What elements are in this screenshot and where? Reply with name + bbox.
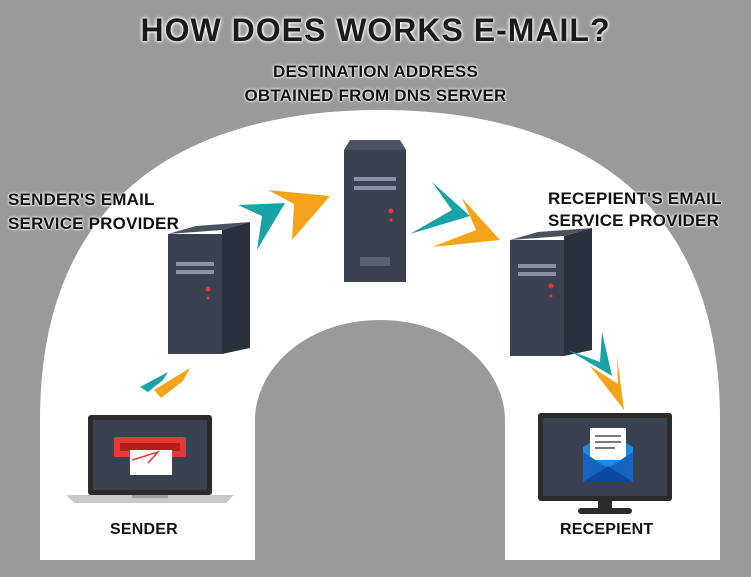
dns-server-icon: [344, 140, 406, 282]
sender-provider-label: SENDER'S EMAIL SERVICE PROVIDER: [8, 188, 179, 236]
chevron-arrow-icon: [140, 368, 190, 398]
dns-label-line2: OBTAINED FROM DNS SERVER: [244, 86, 507, 105]
printer-icon: [114, 437, 186, 475]
monitor-icon: [538, 413, 672, 514]
chevron-arrow-icon: [238, 190, 330, 250]
dns-server-label: DESTINATION ADDRESS OBTAINED FROM DNS SE…: [0, 60, 751, 108]
page-title: HOW DOES WORKS E-MAIL?: [140, 12, 611, 48]
chevron-arrow-icon: [410, 182, 500, 247]
chevron-arrow-icon: [568, 332, 624, 410]
recipient-label: RECEPIENT: [560, 521, 654, 538]
sender-provider-line1: SENDER'S EMAIL: [8, 190, 155, 209]
recipient-provider-label: RECEPIENT'S EMAIL SERVICE PROVIDER: [548, 188, 722, 232]
dns-label-line1: DESTINATION ADDRESS: [273, 62, 478, 81]
envelope-icon: [583, 428, 633, 482]
sender-provider-line2: SERVICE PROVIDER: [8, 214, 180, 233]
recipient-provider-server-icon: [510, 228, 592, 356]
recipient-provider-line2: SERVICE PROVIDER: [548, 211, 720, 230]
sender-provider-server-icon: [168, 222, 250, 354]
sender-label: SENDER: [110, 521, 178, 538]
recipient-provider-line1: RECEPIENT'S EMAIL: [548, 189, 722, 208]
laptop-icon: [66, 415, 234, 503]
